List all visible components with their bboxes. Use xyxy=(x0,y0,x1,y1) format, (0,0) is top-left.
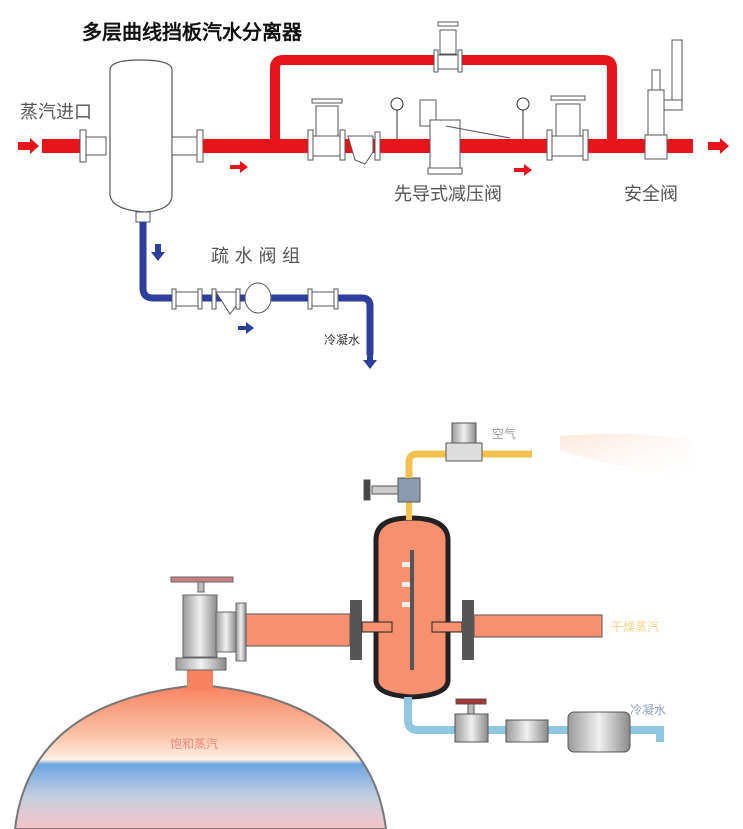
boiler-neck xyxy=(187,670,213,690)
pilot-valve-label: 先导式减压阀 xyxy=(394,184,502,205)
condensate-valve xyxy=(454,698,489,743)
wet-steam-pipe xyxy=(245,613,351,647)
boiler-stop-valve xyxy=(170,576,247,671)
inlet-flange xyxy=(79,129,87,163)
drain-group-label: 疏 水 阀 组 xyxy=(211,246,301,267)
condensate-down-arrow xyxy=(363,354,377,369)
drain-ball-valve-2 xyxy=(307,288,339,310)
flow-arrow-2 xyxy=(514,164,532,176)
separator-baffle xyxy=(410,550,414,670)
outlet-arrow xyxy=(708,138,729,154)
baffle-slot xyxy=(402,562,410,567)
steam-inlet-label: 蒸汽进口 xyxy=(20,102,92,123)
outlet-nozzle xyxy=(171,136,198,156)
baffle-slot xyxy=(402,602,410,607)
pressure-gauge-2 xyxy=(516,97,530,139)
condensate-strainer xyxy=(505,719,549,743)
condensate-pipe xyxy=(404,697,664,742)
pressure-gauge-1 xyxy=(390,97,404,139)
separator-vessel xyxy=(109,59,173,213)
inlet-arrow xyxy=(18,138,39,154)
outlet-flange xyxy=(196,129,204,163)
top-steam-system xyxy=(18,21,729,369)
safety-valve xyxy=(644,39,683,160)
separator-drain-nozzle xyxy=(135,211,151,223)
safety-valve-label: 安全阀 xyxy=(624,184,678,205)
saturated-steam-label: 饱和蒸汽 xyxy=(170,737,219,751)
bottom-separator-system xyxy=(13,422,700,829)
condensate-trap xyxy=(567,711,631,753)
pilot-reducing-valve xyxy=(419,99,511,175)
air-vent-trap xyxy=(445,422,483,462)
flow-arrow-1 xyxy=(230,161,248,173)
separator-inlet-nozzle xyxy=(361,621,393,633)
vent-valve xyxy=(363,477,421,503)
drain-ball-valve-1 xyxy=(171,288,203,310)
separator-outlet-flange xyxy=(462,600,474,660)
gate-valve-1 xyxy=(307,98,346,161)
vent-neck xyxy=(406,500,412,520)
inlet-nozzle xyxy=(85,136,107,156)
separator-title: 多层曲线挡板汽水分离器 xyxy=(82,20,302,44)
air-label: 空气 xyxy=(492,427,517,441)
air-vent-pipe xyxy=(405,450,532,478)
drain-strainer xyxy=(211,288,241,315)
dry-steam-label: 干燥蒸汽 xyxy=(611,620,660,634)
top-condensate-label: 冷凝水 xyxy=(324,333,361,347)
strainer xyxy=(347,131,381,165)
separator-inlet-flange xyxy=(350,600,362,660)
dry-steam-pipe xyxy=(473,614,603,638)
drain-flow-arrow xyxy=(238,322,254,334)
baffle-slot xyxy=(402,582,410,587)
bypass-valve xyxy=(433,21,463,73)
air-plume xyxy=(560,433,700,480)
separator-outlet-nozzle xyxy=(431,621,463,633)
boiler-drum xyxy=(13,683,388,829)
gate-valve-2 xyxy=(546,95,589,161)
drain-down-arrow xyxy=(151,244,165,261)
bottom-condensate-label: 冷凝水 xyxy=(630,703,667,717)
inlet-pipe xyxy=(42,139,82,153)
steam-trap xyxy=(244,282,272,314)
